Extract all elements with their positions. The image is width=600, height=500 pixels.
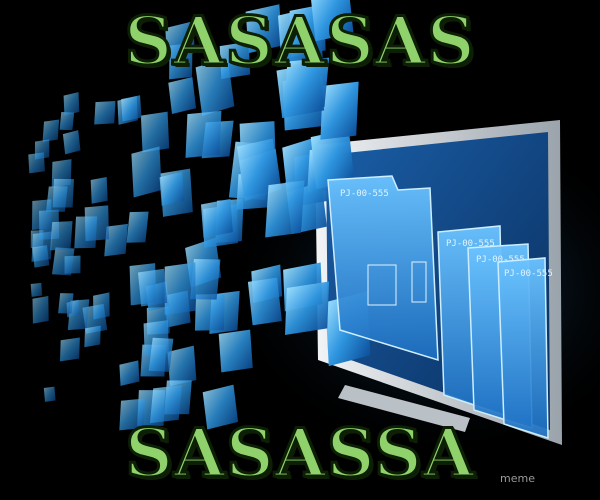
data-tile xyxy=(265,180,305,238)
data-tile xyxy=(74,216,98,249)
folder-card: PJ-00-555 xyxy=(327,175,439,362)
data-tile xyxy=(50,221,73,251)
data-tile xyxy=(32,296,49,324)
data-tile xyxy=(126,211,149,243)
data-tile xyxy=(276,62,325,119)
data-tile xyxy=(148,337,174,372)
data-tile xyxy=(119,398,146,431)
data-tile xyxy=(90,176,108,204)
data-tile xyxy=(32,245,50,268)
data-tile xyxy=(131,146,162,198)
card-label: PJ-00-555 xyxy=(476,255,525,265)
data-tile xyxy=(278,5,323,68)
monitor-stand xyxy=(338,385,470,432)
data-tile xyxy=(320,81,359,140)
bottom-caption: SASASSA xyxy=(124,414,476,492)
data-tile xyxy=(237,138,280,198)
data-tile xyxy=(121,95,142,122)
data-tile xyxy=(43,386,56,402)
flying-data-tiles xyxy=(28,0,371,431)
data-tile xyxy=(194,293,225,331)
data-tile xyxy=(42,119,60,142)
data-tile xyxy=(185,110,222,158)
data-tile xyxy=(140,111,170,153)
data-tile xyxy=(285,281,330,335)
data-tile xyxy=(63,92,80,116)
data-tile xyxy=(309,0,354,42)
folder-card: PJ-00-555 xyxy=(497,257,553,440)
data-tile xyxy=(138,268,168,307)
data-tile xyxy=(310,128,355,189)
data-tile xyxy=(104,223,128,257)
data-tile xyxy=(167,345,197,387)
data-tile xyxy=(93,292,110,320)
data-tile xyxy=(202,384,239,430)
data-tile xyxy=(218,329,253,373)
data-tile xyxy=(219,41,251,80)
data-tile xyxy=(52,178,74,208)
data-tile xyxy=(60,337,80,362)
data-tile xyxy=(159,171,185,206)
card-label: PJ-00-555 xyxy=(340,189,389,199)
data-tile xyxy=(149,385,182,424)
data-tile xyxy=(52,247,75,276)
data-tile xyxy=(34,139,50,160)
data-tile xyxy=(30,282,43,297)
watermark: meme xyxy=(500,472,535,485)
card-label: PJ-00-555 xyxy=(446,239,495,249)
data-tile xyxy=(94,100,116,125)
data-tile xyxy=(168,77,197,114)
data-tile xyxy=(190,259,221,300)
data-tile xyxy=(165,21,195,60)
data-tile xyxy=(200,198,233,238)
data-tile xyxy=(245,4,283,54)
card-label: PJ-00-555 xyxy=(504,269,553,279)
data-tile xyxy=(58,293,74,314)
data-tile xyxy=(59,112,75,131)
data-tile xyxy=(119,360,140,386)
data-tile xyxy=(84,325,101,348)
top-caption: SASASAS xyxy=(123,2,476,80)
data-tile xyxy=(164,262,196,316)
data-tile xyxy=(247,277,282,326)
data-tile xyxy=(62,130,81,155)
